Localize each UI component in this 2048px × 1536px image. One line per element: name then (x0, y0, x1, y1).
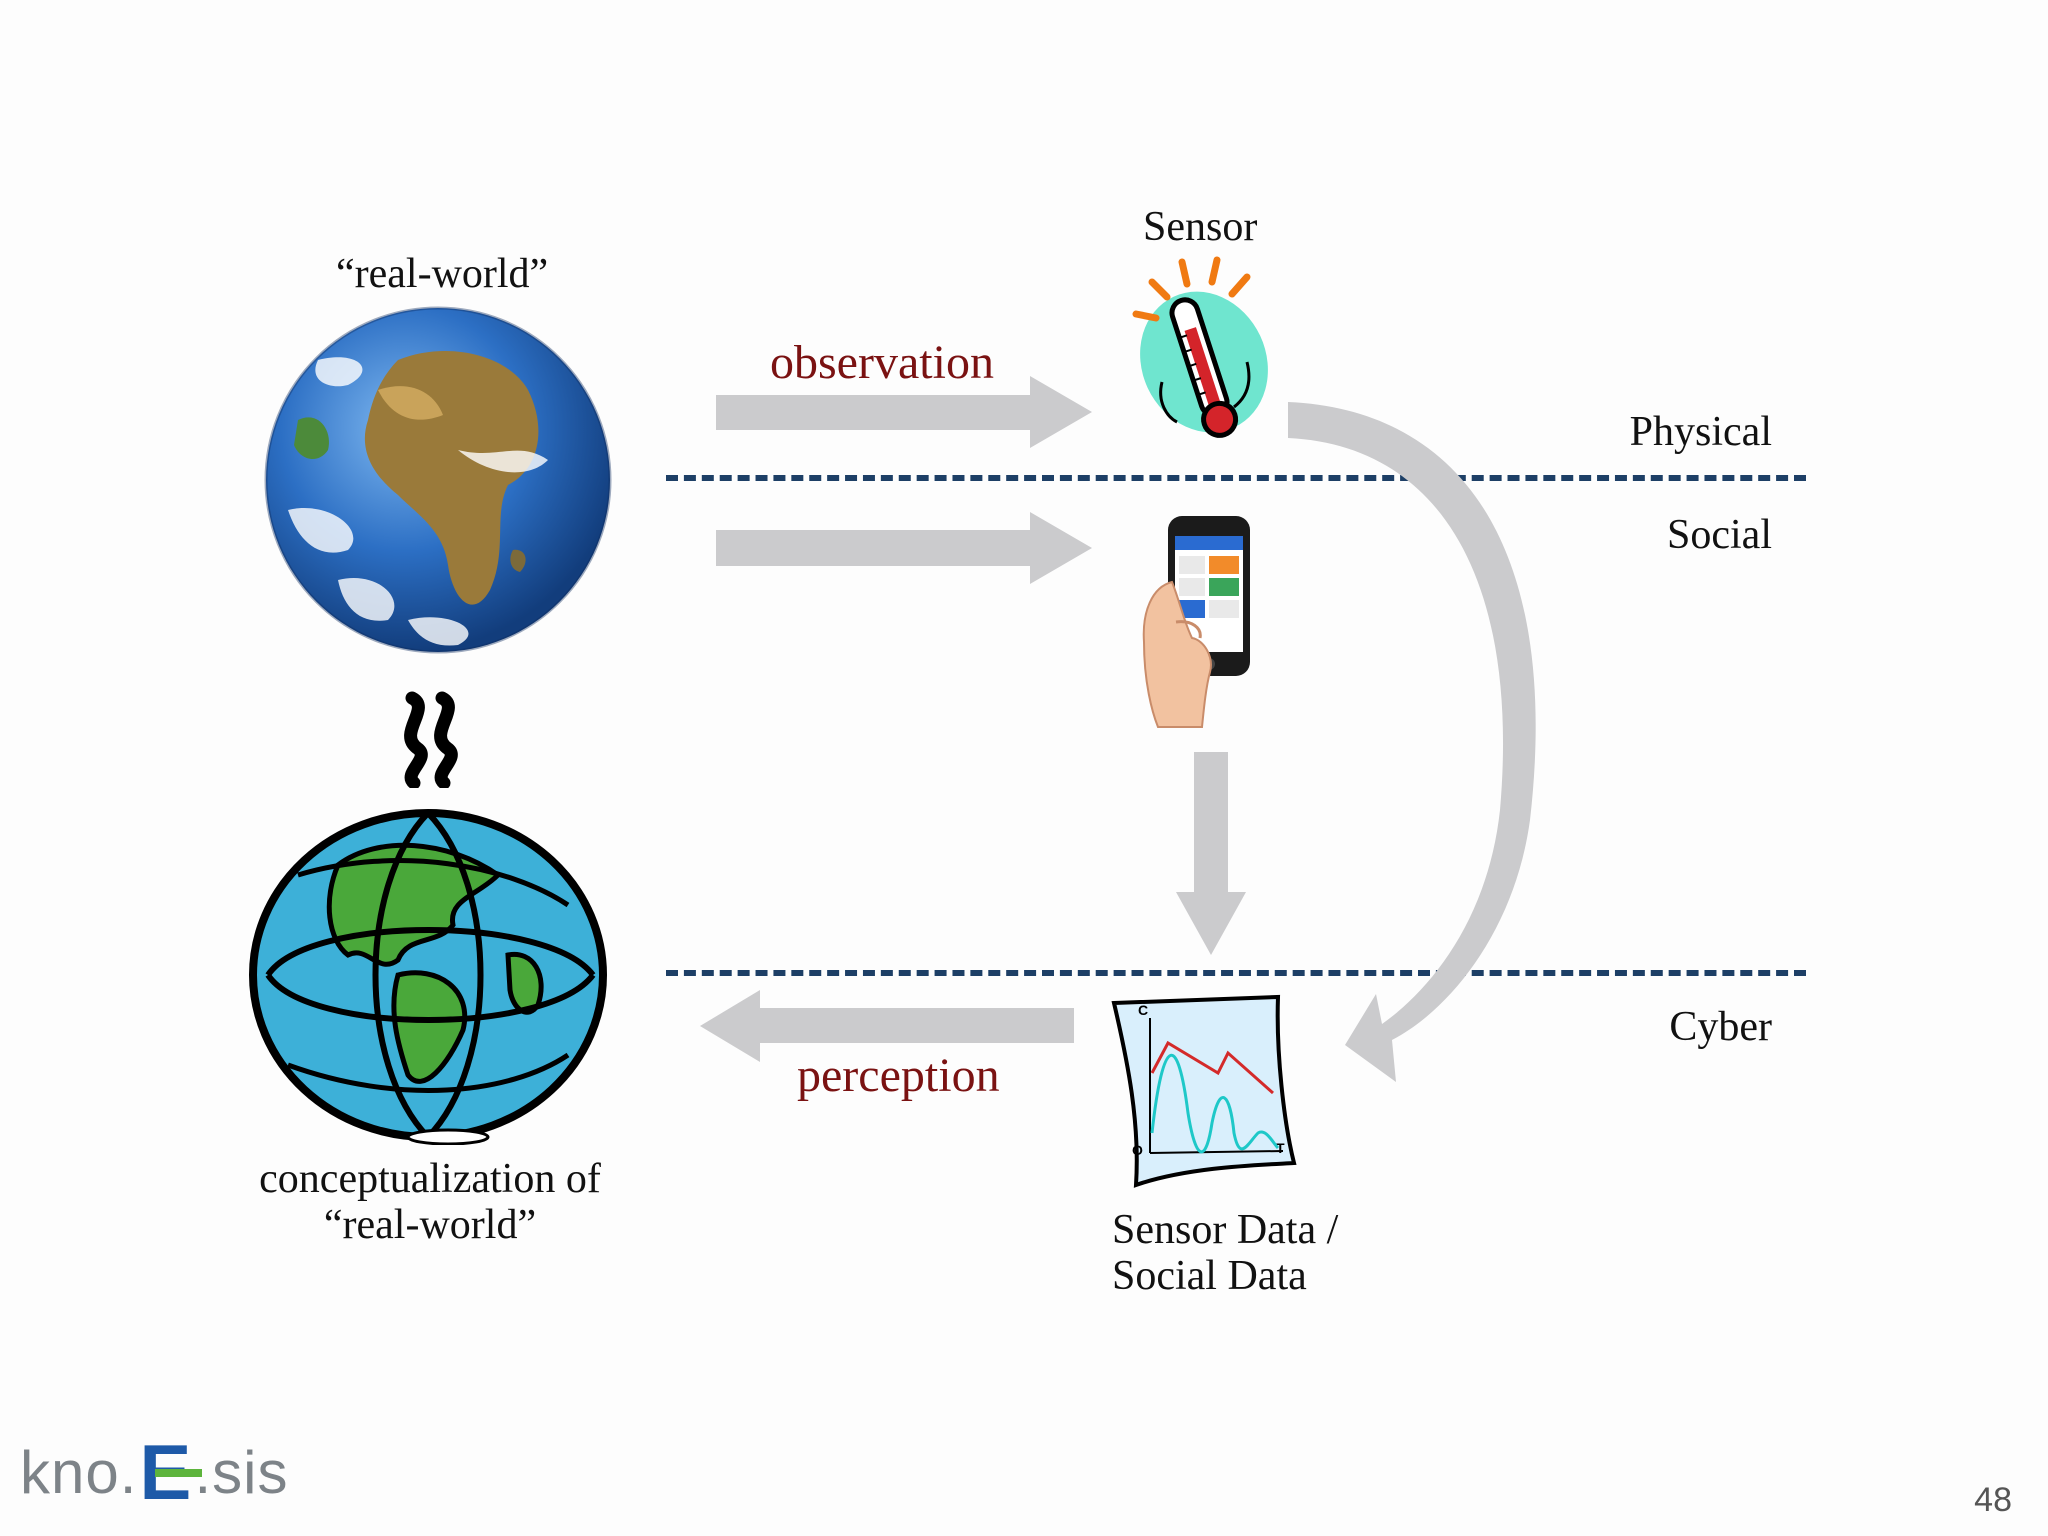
curved-feedback-arrow (1288, 402, 1536, 1082)
slide-number: 48 (1974, 1481, 2012, 1519)
social-cyber-divider (666, 970, 1806, 976)
conceptualization-line-1: conceptualization of (259, 1156, 601, 1202)
physical-social-divider (666, 475, 1806, 481)
sensor-data-caption: Sensor Data / Social Data (1112, 1207, 1338, 1299)
chart-red-line (1150, 1040, 1274, 1095)
logo-e-mark: E (139, 1428, 203, 1516)
smartphone-social-icon (1142, 516, 1250, 728)
sensor-data-line-2: Social Data (1112, 1253, 1307, 1299)
knoesis-logo: kno. E .sis (20, 1427, 288, 1518)
earth-globe-icon (264, 306, 612, 654)
sensor-data-line-1: Sensor Data / (1112, 1207, 1339, 1253)
conceptualization-line-2: “real-world” (323, 1202, 537, 1248)
layer-label-physical: Physical (1629, 409, 1772, 455)
perception-arrow (700, 990, 1074, 1062)
sensor-data-chart-icon: C T O (1111, 994, 1297, 1188)
conceptualization-caption: conceptualization of “real-world” (230, 1156, 630, 1248)
approximately-equal-icon (404, 691, 458, 788)
chart-cyan-line (1150, 1053, 1280, 1154)
chart-origin-label: O (1132, 1142, 1143, 1158)
layer-label-cyber: Cyber (1669, 1004, 1772, 1050)
logo-text-left: kno. (20, 1439, 138, 1506)
logo-text-right: .sis (194, 1439, 289, 1506)
thermometer-sensor-icon (1132, 256, 1268, 438)
real-world-label: “real-world” (336, 251, 549, 297)
sensor-label: Sensor (1143, 204, 1258, 250)
observation-label: observation (770, 336, 994, 389)
chart-axis-c-label: C (1138, 1002, 1148, 1018)
cartoon-globe-icon (249, 809, 607, 1145)
down-arrow (1176, 752, 1246, 955)
perception-label: perception (797, 1049, 1000, 1102)
observation-arrow (716, 376, 1092, 448)
social-arrow (716, 512, 1092, 584)
chart-axis-t-label: T (1276, 1140, 1285, 1156)
layer-label-social: Social (1667, 512, 1772, 558)
